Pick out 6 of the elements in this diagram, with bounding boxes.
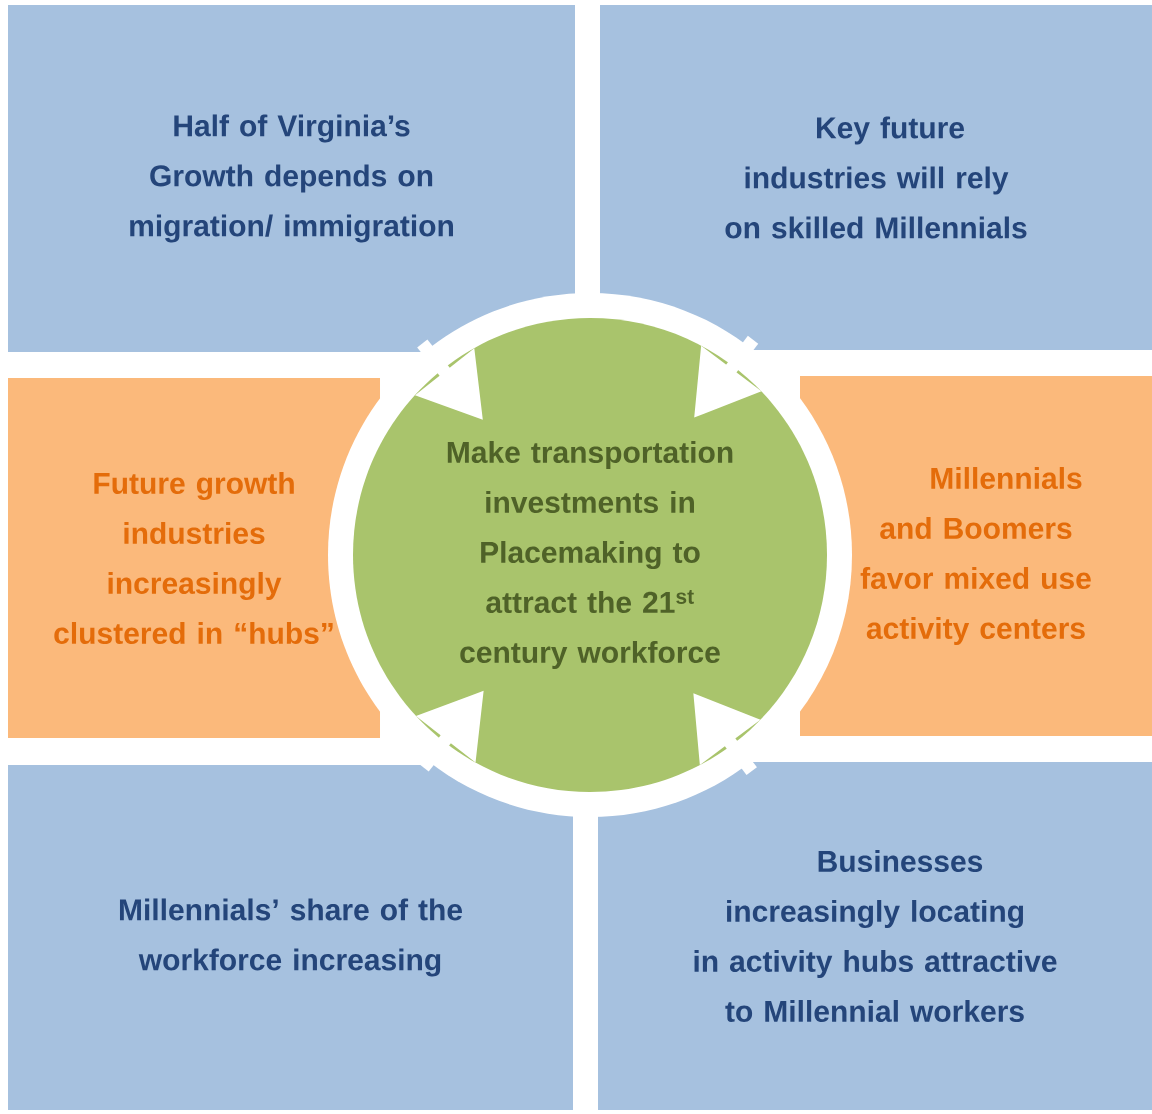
info-box: Key future industries will rely on skilled Millennials	[600, 5, 1152, 350]
info-box: Future growth industries increasingly clustered in “hubs”	[8, 378, 380, 738]
info-box: Half of Virginia’s Growth depends on migration/ immigration	[8, 5, 575, 352]
info-box: Businesses increasingly locating in activity hubs attractive to Millennial workers	[598, 762, 1152, 1110]
info-box: Millennials and Boomers favor mixed use activity centers	[800, 376, 1152, 736]
info-box: Millennials’ share of the workforce increasing	[8, 765, 573, 1110]
